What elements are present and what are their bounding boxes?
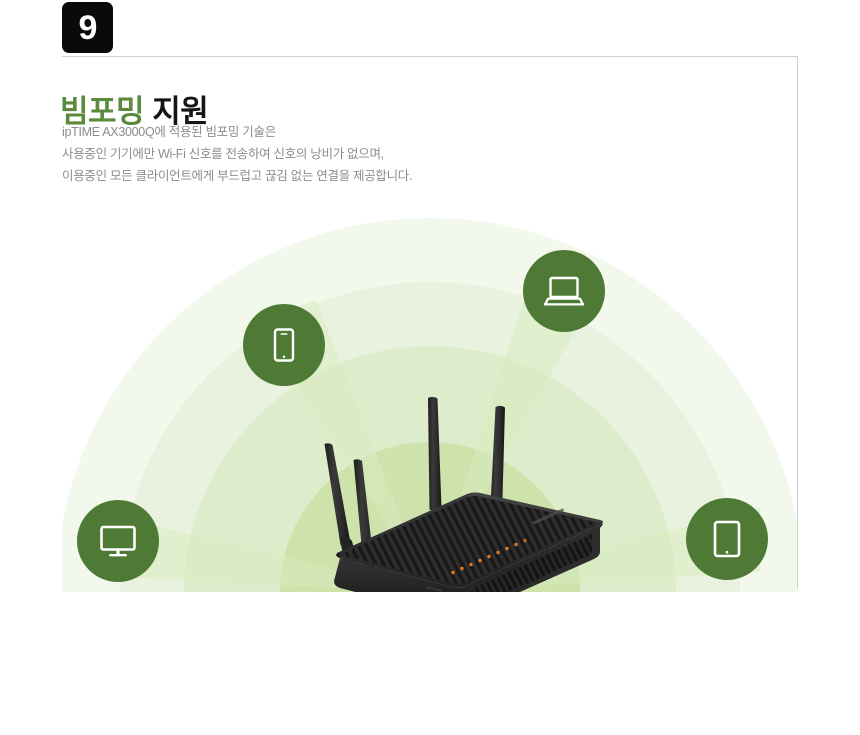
router-led-row [451, 538, 527, 575]
description-line-3: 이용중인 모든 클라이언트에게 부드럽고 끊김 없는 연결을 제공합니다. [62, 168, 413, 183]
router-device [324, 396, 603, 592]
device-node-tablet [686, 498, 768, 580]
step-number: 9 [78, 8, 98, 47]
description-text: ipTIME AX3000Q에 적용된 빔포밍 기술은 사용중인 기기에만 Wi… [62, 122, 412, 188]
tablet-icon [713, 520, 741, 558]
laptop-icon [543, 276, 585, 306]
device-node-laptop [523, 250, 605, 332]
page-title-rest: 지원 [152, 93, 209, 129]
page-title-highlight: 빔포밍 [60, 93, 145, 129]
device-node-desktop-monitor [77, 500, 159, 582]
device-node-smartphone [243, 304, 325, 386]
smartphone-icon [273, 328, 295, 362]
description-line-1: ipTIME AX3000Q에 적용된 빔포밍 기술은 [62, 125, 276, 139]
router-antenna [490, 405, 505, 518]
monitor-icon [100, 525, 136, 557]
router-antenna [428, 396, 442, 511]
description-line-2: 사용중인 기기에만 Wi-Fi 신호를 전송하여 신호의 낭비가 없으며, [62, 146, 384, 161]
page-title: 빔포밍 지원 [60, 93, 209, 130]
step-number-badge: 9 [62, 2, 113, 53]
